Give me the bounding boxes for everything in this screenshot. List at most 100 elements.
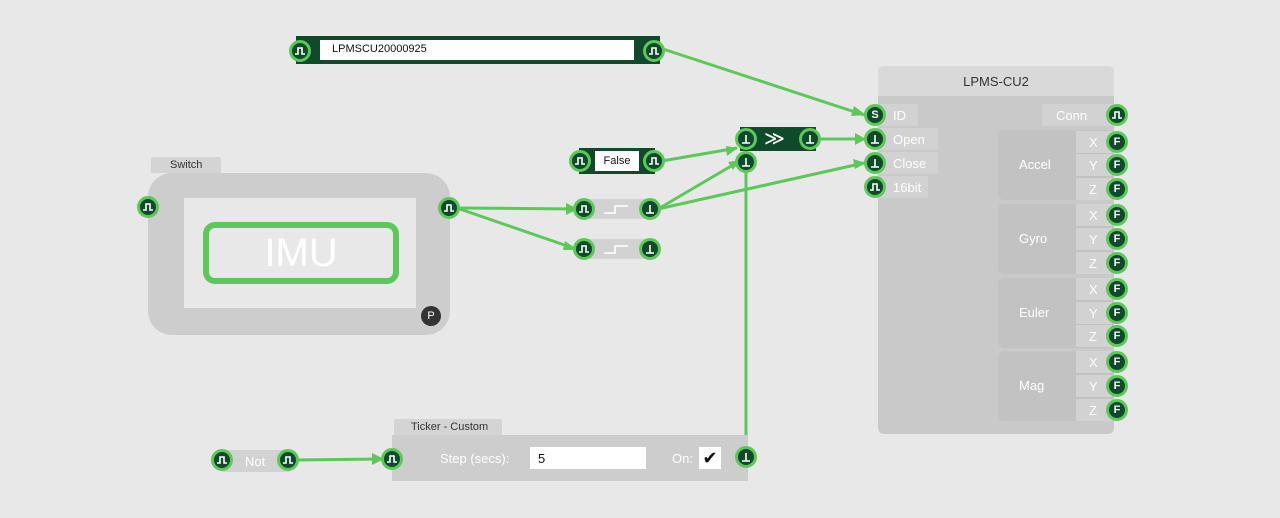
16bit-port[interactable] xyxy=(864,176,886,198)
ticker-input-port[interactable] xyxy=(381,448,403,470)
axis-row xyxy=(1076,154,1112,176)
group-label-mag: Mag xyxy=(1019,378,1045,393)
step-label: Step (secs): xyxy=(440,451,510,466)
gyro-z-port[interactable]: F xyxy=(1106,252,1128,274)
mag-z-port[interactable]: F xyxy=(1106,399,1128,421)
id-string-field[interactable]: LPMSCU20000925 xyxy=(320,40,634,60)
not-output-port[interactable] xyxy=(277,449,299,471)
id-output-port[interactable] xyxy=(643,40,665,62)
on-label: On: xyxy=(672,451,693,466)
accel-z-port[interactable]: F xyxy=(1106,178,1128,200)
wire-edge1-to-close xyxy=(657,161,865,211)
id-string-port[interactable]: S xyxy=(864,104,886,126)
ticker-tab-label: Ticker - Custom xyxy=(411,421,489,433)
sequence-input-port[interactable] xyxy=(735,128,757,150)
lpms-header xyxy=(878,66,1114,96)
edge-rising-icon xyxy=(602,242,630,261)
close-port[interactable] xyxy=(864,152,886,174)
wire-id-to-lpms xyxy=(662,47,865,117)
wire-false-to-seq xyxy=(661,146,738,163)
conn-port[interactable] xyxy=(1106,104,1128,126)
step-input[interactable] xyxy=(530,447,646,469)
lpms-input-id xyxy=(876,104,918,126)
axis-row xyxy=(1076,325,1112,347)
axis-label: X xyxy=(1089,355,1098,370)
switch-output-port[interactable] xyxy=(438,197,460,219)
lpms-input-open xyxy=(876,128,938,150)
p-badge[interactable]: P xyxy=(421,306,441,326)
axis-label: Z xyxy=(1089,182,1097,197)
ticker-tab xyxy=(394,419,502,435)
axis-label: Z xyxy=(1089,256,1097,271)
switch-tab-label: Switch xyxy=(170,159,203,171)
axis-label: Y xyxy=(1089,379,1098,394)
axis-label: X xyxy=(1089,208,1098,223)
axis-label: Y xyxy=(1089,232,1098,247)
axis-row xyxy=(1076,302,1112,324)
axis-row xyxy=(1076,131,1112,153)
lpms-input-label: Open xyxy=(893,132,925,147)
wire-switch-to-edge1 xyxy=(456,206,577,211)
accel-x-port[interactable]: F xyxy=(1106,131,1128,153)
group-label-accel: Accel xyxy=(1019,157,1051,172)
edge-detector-2[interactable] xyxy=(580,239,656,259)
open-port[interactable] xyxy=(864,128,886,150)
axis-label: Y xyxy=(1089,306,1098,321)
not-input-port[interactable] xyxy=(211,449,233,471)
switch-inner-panel xyxy=(184,198,416,308)
ticker-output-port[interactable] xyxy=(735,446,757,468)
axis-label: X xyxy=(1089,135,1098,150)
euler-y-port[interactable]: F xyxy=(1106,302,1128,324)
edge-detector-1[interactable] xyxy=(580,199,656,219)
lpms-input-16bit xyxy=(876,176,928,198)
lpms-input-label: Close xyxy=(893,156,927,171)
on-checkbox[interactable]: ✔ xyxy=(699,447,721,469)
lpms-title: LPMS-CU2 xyxy=(963,74,1029,89)
false-output-port[interactable] xyxy=(643,150,665,172)
axis-row xyxy=(1076,351,1112,373)
wire-switch-to-edge2 xyxy=(456,206,577,251)
sequence-icon: ≫ xyxy=(764,128,785,150)
false-input-port[interactable] xyxy=(569,150,591,172)
edge1-output-port[interactable] xyxy=(639,198,661,220)
axis-label: Z xyxy=(1089,329,1097,344)
false-value[interactable]: False xyxy=(595,151,639,171)
mag-x-port[interactable]: F xyxy=(1106,351,1128,373)
conn-label: Conn xyxy=(1056,108,1088,123)
euler-z-port[interactable]: F xyxy=(1106,325,1128,347)
conn-output xyxy=(1042,104,1114,126)
group-label-gyro: Gyro xyxy=(1019,231,1048,246)
edge2-output-port[interactable] xyxy=(639,238,661,260)
axis-row xyxy=(1076,252,1112,274)
axis-row xyxy=(1076,399,1112,421)
lpms-input-label: ID xyxy=(893,108,906,123)
not-label: Not xyxy=(245,454,266,469)
edge1-input-port[interactable] xyxy=(573,198,595,220)
switch-input-port[interactable] xyxy=(137,196,159,218)
lpms-input-close xyxy=(876,152,938,174)
axis-row xyxy=(1076,278,1112,300)
not-block[interactable] xyxy=(222,450,290,472)
sequence-trigger-port[interactable] xyxy=(735,151,757,173)
sequence-output-port[interactable] xyxy=(799,128,821,150)
switch-tab xyxy=(151,157,221,173)
group-label-euler: Euler xyxy=(1019,305,1050,320)
accel-y-port[interactable]: F xyxy=(1106,154,1128,176)
edge-rising-icon xyxy=(602,202,630,221)
axis-row xyxy=(1076,228,1112,250)
axis-label: Z xyxy=(1089,403,1097,418)
id-input-port[interactable] xyxy=(289,40,311,62)
axis-label: X xyxy=(1089,282,1098,297)
axis-label: Y xyxy=(1089,158,1098,173)
axis-row xyxy=(1076,204,1112,226)
wire-edge1-to-seq xyxy=(657,160,739,211)
gyro-y-port[interactable]: F xyxy=(1106,228,1128,250)
lpms-input-label: 16bit xyxy=(893,180,922,195)
edge2-input-port[interactable] xyxy=(573,238,595,260)
axis-row xyxy=(1076,375,1112,397)
euler-x-port[interactable]: F xyxy=(1106,278,1128,300)
axis-row xyxy=(1076,178,1112,200)
mag-y-port[interactable]: F xyxy=(1106,375,1128,397)
imu-button[interactable]: IMU xyxy=(203,222,399,284)
gyro-x-port[interactable]: F xyxy=(1106,204,1128,226)
